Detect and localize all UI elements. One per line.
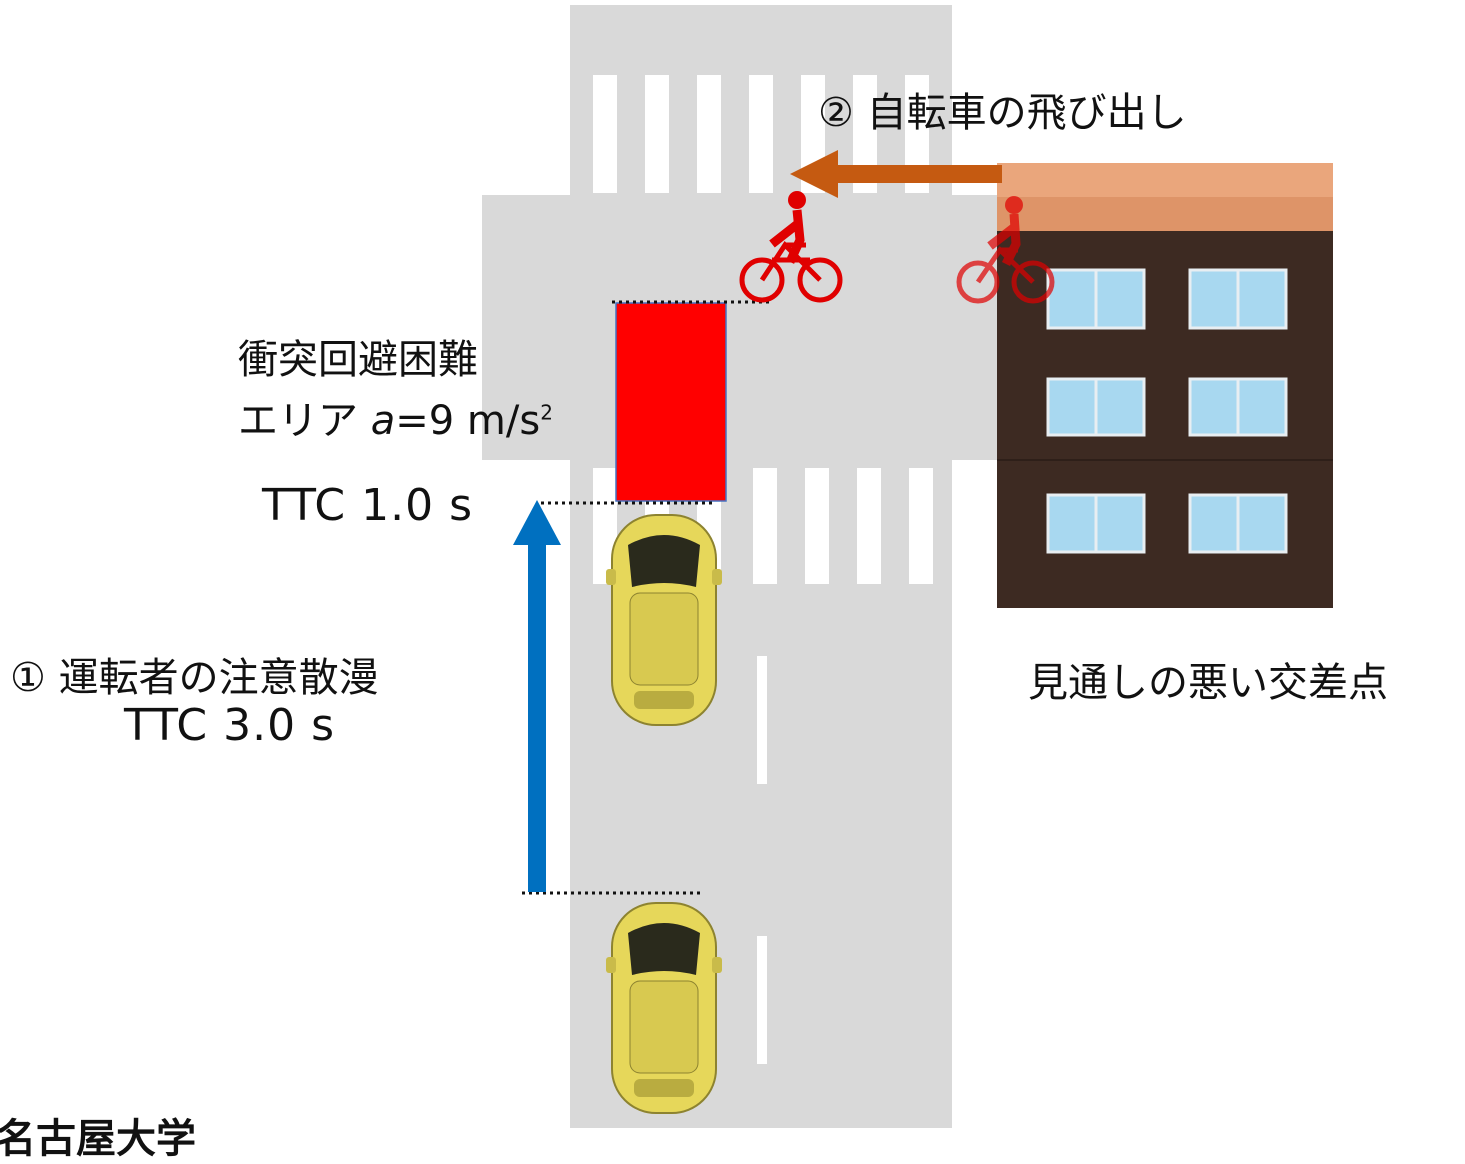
deceleration-value: =9 m/s <box>395 398 541 444</box>
collision-avoidance-area <box>615 302 727 502</box>
ttc-long-label: TTC 3.0 s <box>124 700 335 751</box>
lane-markings <box>757 656 767 1064</box>
bicycle-dash-label: ② 自転車の飛び出し <box>818 90 1187 136</box>
car-near <box>606 514 722 726</box>
reference-lines <box>522 300 772 895</box>
danger-area-label-line2: エリア a=9 m/s2 <box>238 388 553 446</box>
car-far <box>606 902 722 1114</box>
danger-area-label-line1: 衝突回避困難 <box>238 337 478 383</box>
intersection-diagram <box>482 5 1333 1128</box>
car-motion-arrow <box>513 500 561 892</box>
school-name-partial: 名古屋大学 <box>0 1115 196 1162</box>
intersection-label: 見通しの悪い交差点 <box>1028 660 1388 706</box>
cross-road <box>482 195 1042 460</box>
danger-area-label-prefix: エリア <box>238 398 371 444</box>
bicycle-icon <box>739 191 843 303</box>
deceleration-variable: a <box>370 398 396 444</box>
ttc-short-label: TTC 1.0 s <box>262 480 473 531</box>
unit-exponent: 2 <box>540 400 553 425</box>
building <box>997 163 1333 608</box>
hidden-bicycle-icon <box>956 196 1055 304</box>
bicycle-motion-arrow <box>790 150 1002 198</box>
windows <box>1046 268 1288 554</box>
driver-distraction-label: ① 運転者の注意散漫 <box>10 655 379 701</box>
